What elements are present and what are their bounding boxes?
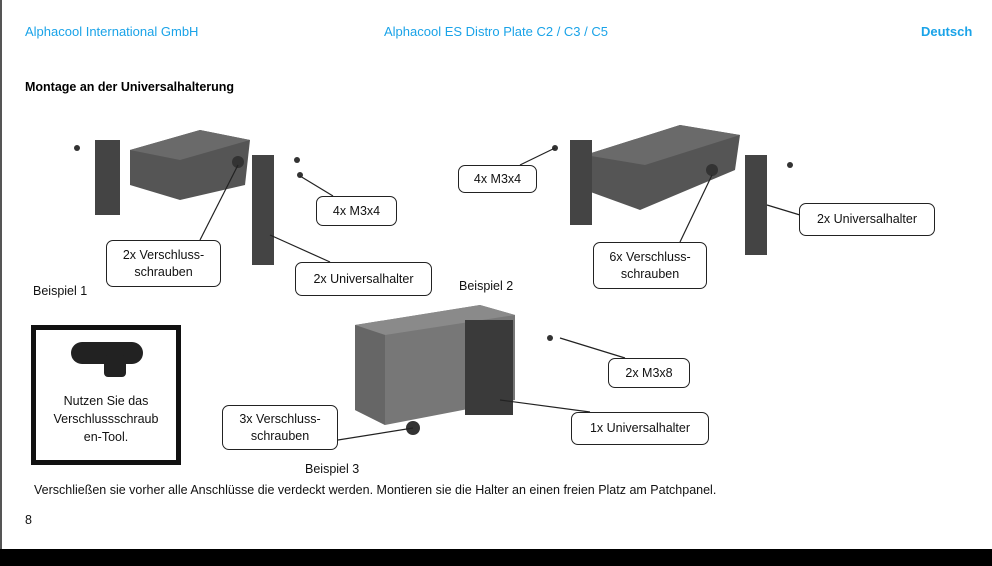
tool-note-line: Verschlussschraub bbox=[53, 412, 159, 426]
example3-illustration bbox=[355, 305, 553, 435]
assembly-illustrations bbox=[74, 125, 801, 441]
callout-line: 6x Verschluss- bbox=[609, 249, 691, 264]
example2-screws-callout: 4x M3x4 bbox=[458, 165, 537, 193]
example3-plugs-callout: 3x Verschluss-schrauben bbox=[222, 405, 338, 450]
callout-line: schrauben bbox=[250, 428, 310, 443]
example1-illustration bbox=[74, 130, 303, 265]
header-product: Alphacool ES Distro Plate C2 / C3 / C5 bbox=[384, 24, 608, 39]
callout-leader-lines bbox=[199, 147, 801, 441]
example2-holder-callout: 2x Universalhalter bbox=[799, 203, 935, 236]
header-company: Alphacool International GmbH bbox=[25, 24, 199, 39]
tool-note-box: Nutzen Sie das Verschlussschraub en-Tool… bbox=[31, 325, 181, 465]
section-title: Montage an der Universalhalterung bbox=[25, 80, 235, 94]
tool-note-line: Nutzen Sie das bbox=[63, 394, 149, 408]
page-number: 8 bbox=[25, 513, 32, 527]
example2-label: Beispiel 2 bbox=[459, 279, 514, 293]
callout-line: schrauben bbox=[620, 266, 680, 281]
callout-line: 3x Verschluss- bbox=[239, 411, 321, 426]
callout-line: schrauben bbox=[134, 264, 193, 279]
example3-label: Beispiel 3 bbox=[305, 462, 360, 476]
instruction-text: Verschließen sie vorher alle Anschlüsse … bbox=[34, 483, 717, 497]
tool-note-text: Nutzen Sie das Verschlussschraub en-Tool… bbox=[36, 392, 176, 446]
page-border bbox=[0, 0, 2, 549]
plug-tool-icon bbox=[71, 342, 143, 377]
example1-label: Beispiel 1 bbox=[33, 284, 88, 298]
example1-plugs-callout: 2x Verschluss-schrauben bbox=[106, 240, 221, 287]
header-language: Deutsch bbox=[921, 24, 973, 39]
example1-holder-callout: 2x Universalhalter bbox=[295, 262, 432, 296]
example1-screws-callout: 4x M3x4 bbox=[316, 196, 397, 226]
bottom-bar bbox=[0, 549, 992, 566]
example3-holder-callout: 1x Universalhalter bbox=[571, 412, 709, 445]
example2-plugs-callout: 6x Verschluss-schrauben bbox=[593, 242, 707, 289]
callout-line: 2x Verschluss- bbox=[122, 247, 205, 262]
example2-illustration bbox=[552, 125, 793, 255]
tool-note-line: en-Tool. bbox=[83, 430, 129, 444]
example3-screws-callout: 2x M3x8 bbox=[608, 358, 690, 388]
